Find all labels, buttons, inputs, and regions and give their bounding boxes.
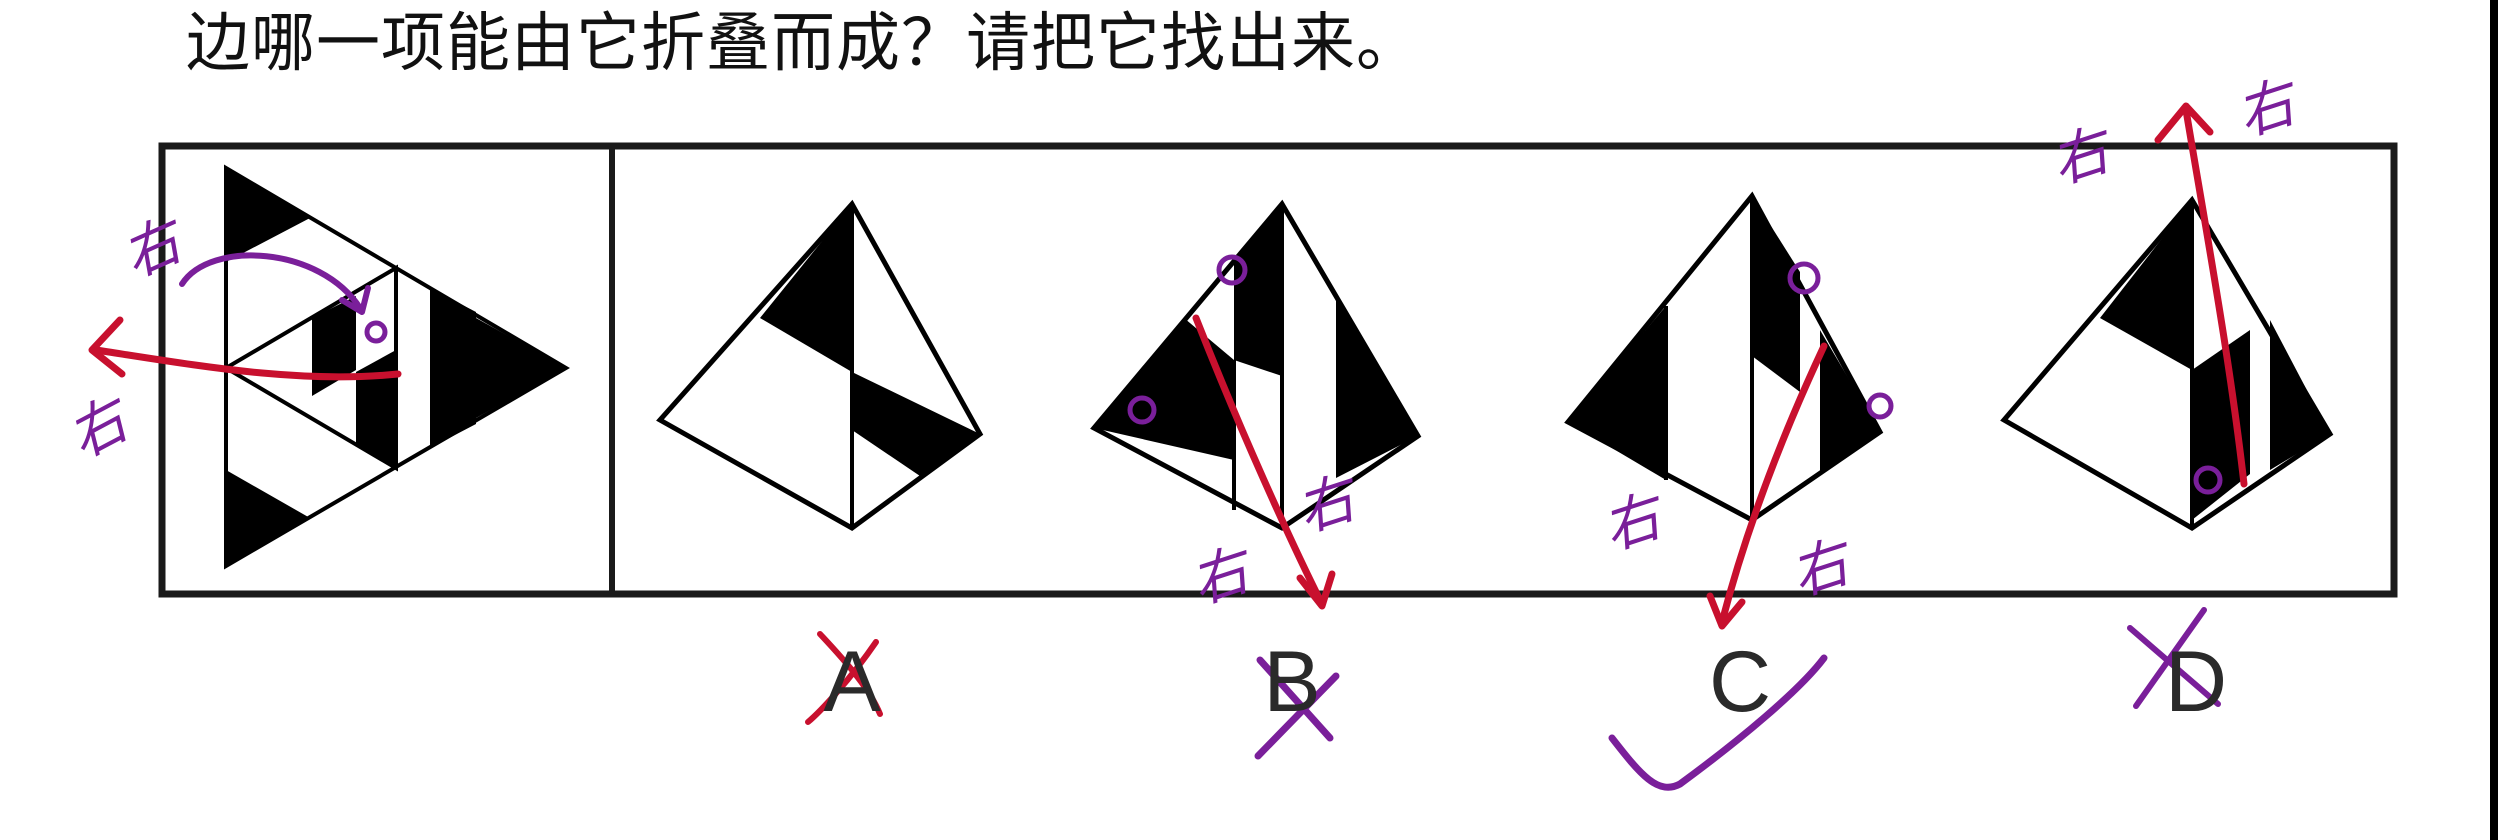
- right-edge-bar: [2490, 0, 2498, 840]
- option-d-figure: [2000, 195, 2334, 531]
- option-c-check-mark: [1608, 654, 1828, 791]
- option-b-red-arrow: [1192, 314, 1326, 608]
- option-a-label[interactable]: A: [823, 634, 881, 730]
- question-text: 边哪一项能由它折叠而成？请把它找出来。: [186, 7, 1421, 81]
- option-b-label[interactable]: B: [1263, 634, 1321, 730]
- option-a-cross-mark: [805, 631, 883, 725]
- option-d-cross-mark: [2127, 607, 2221, 709]
- option-c-figure: [1564, 191, 1884, 523]
- option-a-figure: [656, 199, 984, 531]
- option-d-label[interactable]: D: [2164, 634, 2228, 730]
- option-b-circle-top: [1216, 254, 1248, 286]
- option-c-circle-top: [1787, 261, 1821, 295]
- net-circle-mark: [364, 320, 388, 344]
- option-d-circle-bottom: [2193, 465, 2223, 495]
- option-c-circle-right: [1866, 392, 1894, 420]
- option-c-red-arrow: [1718, 342, 1828, 626]
- handwritten-annotations: [88, 102, 2248, 791]
- option-c-label[interactable]: C: [1708, 634, 1772, 730]
- option-b-figure: [1090, 199, 1422, 531]
- option-b-cross-mark: [1254, 656, 1340, 760]
- figure-frame: [158, 142, 2398, 598]
- option-b-circle-left: [1127, 395, 1157, 425]
- option-d-red-arrow: [2182, 106, 2248, 488]
- unfolded-net: [222, 164, 570, 570]
- net-red-arrow: [92, 346, 402, 381]
- net-purple-curve: [179, 252, 363, 311]
